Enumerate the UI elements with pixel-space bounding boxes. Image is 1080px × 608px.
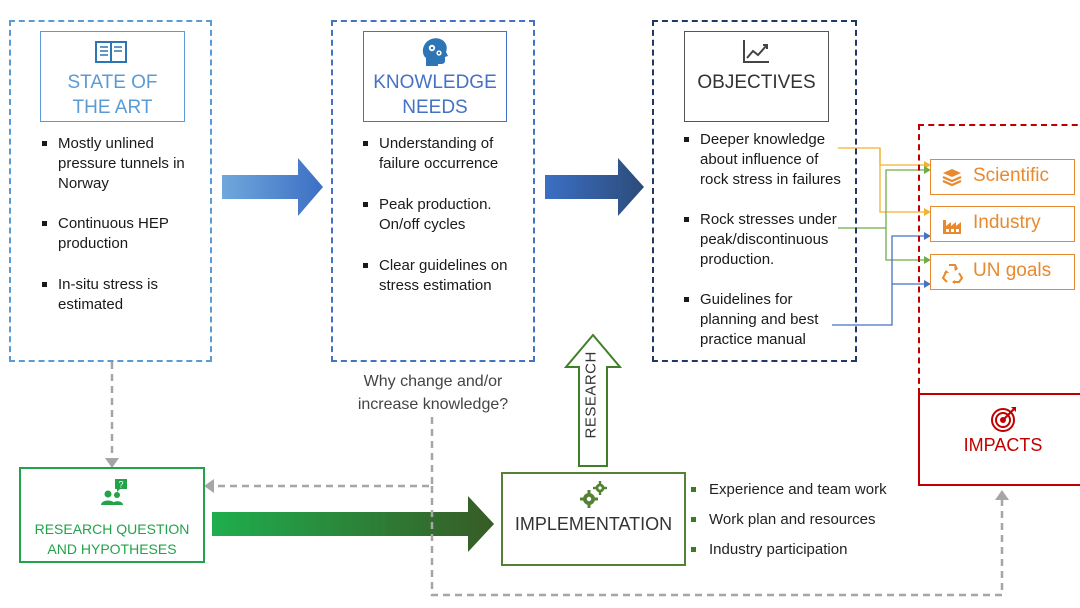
why-change-question: Why change and/or increase knowledge? bbox=[338, 370, 528, 416]
bullet-line: Understanding of bbox=[379, 135, 494, 152]
impact-label: Industry bbox=[973, 212, 1041, 233]
objectives-panel bbox=[652, 20, 857, 362]
objectives-bullets: Deeper knowledge about influence of rock… bbox=[684, 130, 854, 350]
state-of-art-panel bbox=[9, 20, 212, 362]
implementation-list: Experience and team work Work plan and r… bbox=[691, 475, 911, 565]
list-item: Deeper knowledge about influence of rock… bbox=[684, 130, 854, 190]
bullet-line: Mostly unlined bbox=[58, 135, 154, 152]
recycle-icon bbox=[941, 264, 963, 284]
state-of-art-bullets: Mostly unlined pressure tunnels in Norwa… bbox=[42, 134, 212, 315]
bullet-line: practice manual bbox=[700, 331, 806, 348]
bullet-line: In-situ stress is bbox=[58, 276, 159, 293]
objectives-title: OBJECTIVES bbox=[697, 72, 816, 93]
research-up-arrow bbox=[563, 333, 623, 467]
arrowhead bbox=[924, 232, 931, 240]
state-of-art-title-line2: THE ART bbox=[72, 97, 153, 118]
impact-industry: Industry bbox=[930, 206, 1075, 242]
list-item: Industry participation bbox=[691, 535, 911, 565]
list-item: In-situ stress is estimated bbox=[42, 275, 212, 315]
knowledge-needs-title-line1: KNOWLEDGE bbox=[373, 72, 497, 93]
bullet-line: Peak production. bbox=[379, 196, 492, 213]
list-item: Rock stresses under peak/discontinuous p… bbox=[684, 210, 854, 270]
gears-icon bbox=[580, 481, 607, 508]
dashed-link-question-to-hypotheses bbox=[210, 417, 434, 488]
bullet-line: Continuous HEP bbox=[58, 215, 169, 232]
arrowhead bbox=[924, 280, 931, 288]
link-obj2-ungoals bbox=[885, 228, 924, 261]
knowledge-needs-title-box: KNOWLEDGE NEEDS bbox=[363, 31, 507, 122]
list-item: Guidelines for planning and best practic… bbox=[684, 290, 854, 350]
research-question-box: ? RESEARCH QUESTION AND HYPOTHESES bbox=[19, 467, 205, 563]
bullet-line: planning and best bbox=[700, 311, 819, 328]
people-question-icon: ? bbox=[101, 479, 127, 505]
target-icon bbox=[991, 407, 1016, 432]
question-line: increase knowledge? bbox=[357, 396, 509, 413]
impacts-title: IMPACTS bbox=[963, 435, 1043, 455]
impact-label: Scientific bbox=[973, 165, 1050, 186]
bullet-line: production. bbox=[700, 251, 775, 268]
research-label-text: RESEARCH bbox=[582, 351, 600, 439]
state-of-art-title-box: STATE OF THE ART bbox=[40, 31, 185, 122]
implementation-box: IMPLEMENTATION bbox=[501, 472, 686, 566]
bullet-line: Rock stresses under bbox=[700, 211, 837, 228]
research-label: RESEARCH bbox=[583, 351, 605, 438]
knowledge-needs-bullets: Understanding of failure occurrence Peak… bbox=[363, 134, 533, 296]
research-question-line: RESEARCH QUESTION bbox=[34, 521, 190, 537]
link-obj1-industry bbox=[879, 148, 924, 213]
arrowhead bbox=[924, 166, 931, 174]
dashed-link-implementation-to-impacts bbox=[430, 486, 1004, 597]
list-item: Peak production. On/off cycles bbox=[363, 195, 533, 235]
bullet-line: stress estimation bbox=[379, 277, 492, 294]
bullet-line: pressure tunnels in bbox=[58, 155, 185, 172]
list-item: Experience and team work bbox=[691, 475, 911, 505]
arrowhead bbox=[204, 479, 214, 493]
bullet-line: rock stress in failures bbox=[700, 171, 841, 188]
implementation-title: IMPLEMENTATION bbox=[514, 514, 673, 534]
bullet-line: Clear guidelines on bbox=[379, 257, 508, 274]
factory-icon bbox=[943, 220, 961, 234]
bullet-line: Norway bbox=[58, 175, 109, 192]
flow-arrow-state-to-needs bbox=[222, 158, 323, 216]
research-question-line: AND HYPOTHESES bbox=[47, 541, 177, 557]
impacts-title-box: IMPACTS bbox=[918, 393, 1080, 486]
bullet-line: On/off cycles bbox=[379, 216, 466, 233]
knowledge-needs-title-line2: NEEDS bbox=[402, 97, 468, 118]
head-gears-icon bbox=[422, 38, 448, 66]
knowledge-needs-panel bbox=[331, 20, 535, 362]
book-icon bbox=[95, 41, 127, 63]
state-of-art-title-line1: STATE OF bbox=[67, 72, 158, 93]
bullet-line: Guidelines for bbox=[700, 291, 793, 308]
trend-chart-icon bbox=[743, 40, 769, 63]
flow-arrow-needs-to-objectives bbox=[545, 158, 644, 216]
arrowhead bbox=[924, 208, 931, 216]
bullet-line: peak/discontinuous bbox=[700, 231, 829, 248]
arrowhead bbox=[924, 256, 931, 264]
arrowhead bbox=[105, 458, 119, 468]
bullet-line: estimated bbox=[58, 296, 124, 313]
objectives-title-box: OBJECTIVES bbox=[684, 31, 829, 122]
layers-icon bbox=[942, 169, 962, 187]
list-item: Understanding of failure occurrence bbox=[363, 134, 533, 174]
list-item: Mostly unlined pressure tunnels in Norwa… bbox=[42, 134, 212, 194]
bullet-line: failure occurrence bbox=[379, 155, 499, 172]
bullet-line: Deeper knowledge bbox=[700, 131, 826, 148]
link-obj3-industry bbox=[832, 235, 924, 326]
bullet-line: about influence of bbox=[700, 151, 819, 168]
impact-scientific: Scientific bbox=[930, 159, 1075, 195]
list-item: Work plan and resources bbox=[691, 505, 911, 535]
svg-text:?: ? bbox=[118, 480, 123, 490]
impacts-panel bbox=[918, 124, 1080, 394]
arrowhead bbox=[995, 490, 1009, 500]
question-line: Why change and/or bbox=[363, 373, 503, 390]
link-obj2-scientific bbox=[838, 169, 924, 229]
impact-label: UN goals bbox=[973, 260, 1052, 281]
bullet-line: production bbox=[58, 235, 129, 252]
flow-arrow-question-to-implementation bbox=[212, 496, 494, 552]
list-item: Clear guidelines on stress estimation bbox=[363, 256, 533, 296]
impact-un-goals: UN goals bbox=[930, 254, 1075, 290]
list-item: Continuous HEP production bbox=[42, 214, 212, 254]
